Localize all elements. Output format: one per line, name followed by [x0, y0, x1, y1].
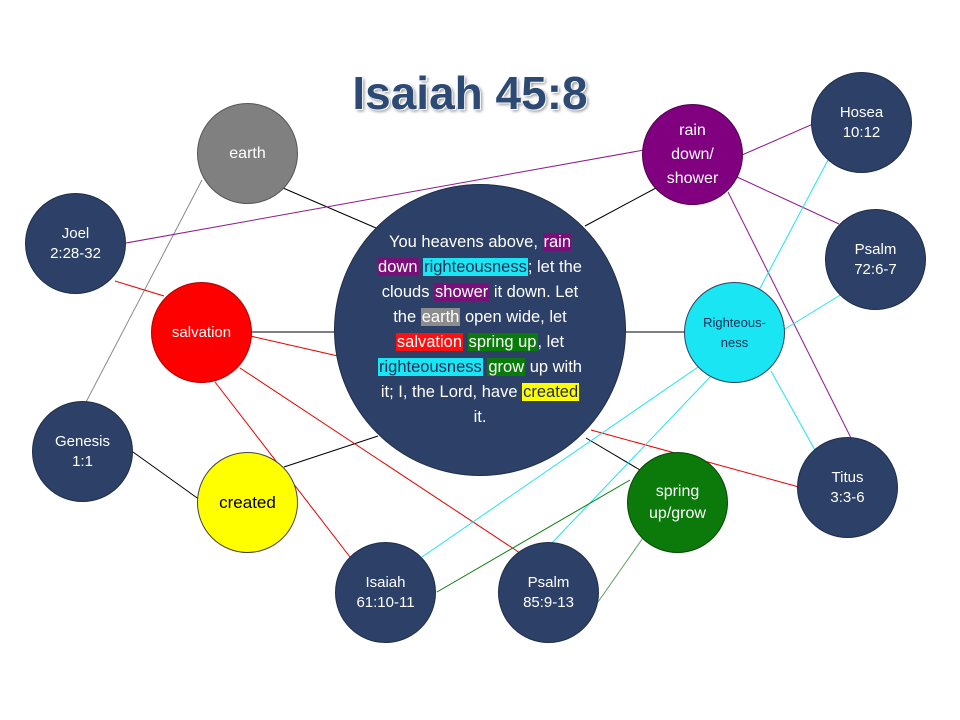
topic-earth-label: earth — [229, 144, 266, 162]
ref-isaiah: Isaiah 61:10-11 — [335, 542, 436, 643]
link-rain-psalm72 — [736, 176, 840, 225]
ref-titus: Titus 3:3-6 — [797, 437, 898, 538]
topic-righteousness: Righteous- ness — [684, 282, 785, 383]
link-genesis-created — [132, 451, 201, 501]
verse-segment: it down. Let the — [393, 283, 579, 326]
topic-earth: earth — [197, 103, 298, 204]
verse-highlight-green: grow — [487, 358, 526, 376]
verse-segment — [463, 333, 468, 351]
link-earth-genesis — [84, 179, 203, 405]
verse-segment: ; let the clouds — [381, 258, 582, 301]
ref-psalm-72: Psalm 72:6-7 — [825, 209, 926, 310]
link-joel-salvation — [114, 280, 165, 297]
ref-titus-label: Titus 3:3-6 — [830, 468, 865, 506]
link-righteousness-psalm85 — [549, 374, 713, 546]
verse-highlight-purple: shower — [434, 283, 490, 301]
topic-salvation-label: salvation — [171, 323, 232, 341]
verse-highlight-red: salvation — [395, 333, 464, 351]
verse-segment: You heavens above, — [388, 233, 543, 251]
center-verse-node: You heavens above, rain down righteousne… — [334, 184, 626, 476]
verse-segment: open wide, let — [460, 308, 567, 326]
link-righteousness-hosea — [757, 159, 829, 293]
ref-psalm-85-label: Psalm 85:9-13 — [523, 573, 574, 611]
link-salvation-center — [245, 334, 339, 357]
verse-segment: it. — [473, 408, 487, 426]
page-title: Isaiah 45:8 — [352, 67, 588, 119]
ref-genesis: Genesis 1:1 — [32, 401, 133, 502]
ref-genesis-label: Genesis 1:1 — [54, 432, 111, 470]
verse-highlight-cyan: righteousness — [423, 258, 528, 276]
ref-joel-label: Joel 2:28-32 — [50, 224, 101, 262]
topic-rain-down-shower: rain down/ shower — [642, 104, 743, 205]
link-spring-isaiah — [436, 479, 631, 593]
ref-hosea: Hosea 10:12 — [811, 72, 912, 173]
link-center-spring — [585, 437, 641, 471]
verse-segment: , let — [537, 333, 565, 351]
link-center-earth — [282, 187, 377, 229]
topic-created-label: created — [219, 492, 276, 512]
link-center-rain — [584, 187, 657, 227]
verse-highlight-green: spring up — [467, 333, 538, 351]
topic-salvation: salvation — [151, 282, 252, 383]
topic-created: created — [197, 452, 298, 553]
link-center-created — [283, 435, 379, 468]
link-joel-rain — [125, 149, 645, 244]
topic-spring-up-grow: spring up/grow — [627, 452, 728, 553]
link-rain-hosea — [741, 123, 814, 156]
topic-rain-down-shower-label: rain down/ shower — [666, 121, 719, 187]
ref-joel: Joel 2:28-32 — [25, 193, 126, 294]
verse-highlight-cyan: righteousness — [378, 358, 483, 376]
verse-highlight-yellow: created — [522, 383, 580, 401]
verse-text: You heavens above, rain down righteousne… — [373, 230, 588, 430]
topic-spring-up-grow-label: spring up/grow — [649, 482, 706, 522]
verse-highlight-gray: earth — [420, 308, 461, 326]
ref-isaiah-label: Isaiah 61:10-11 — [356, 573, 415, 611]
link-spring-psalm85 — [597, 534, 646, 603]
ref-hosea-label: Hosea 10:12 — [839, 103, 884, 141]
link-righteousness-isaiah — [421, 364, 702, 558]
link-rain-titus — [727, 191, 853, 441]
link-righteousness-psalm72 — [779, 293, 843, 333]
topic-righteousness-label: Righteous- ness — [703, 314, 766, 350]
ref-psalm-72-label: Psalm 72:6-7 — [854, 240, 897, 278]
link-righteousness-titus — [770, 370, 817, 453]
ref-psalm-85: Psalm 85:9-13 — [498, 542, 599, 643]
verse-segment: up with it; I, the Lord, have — [380, 358, 582, 401]
